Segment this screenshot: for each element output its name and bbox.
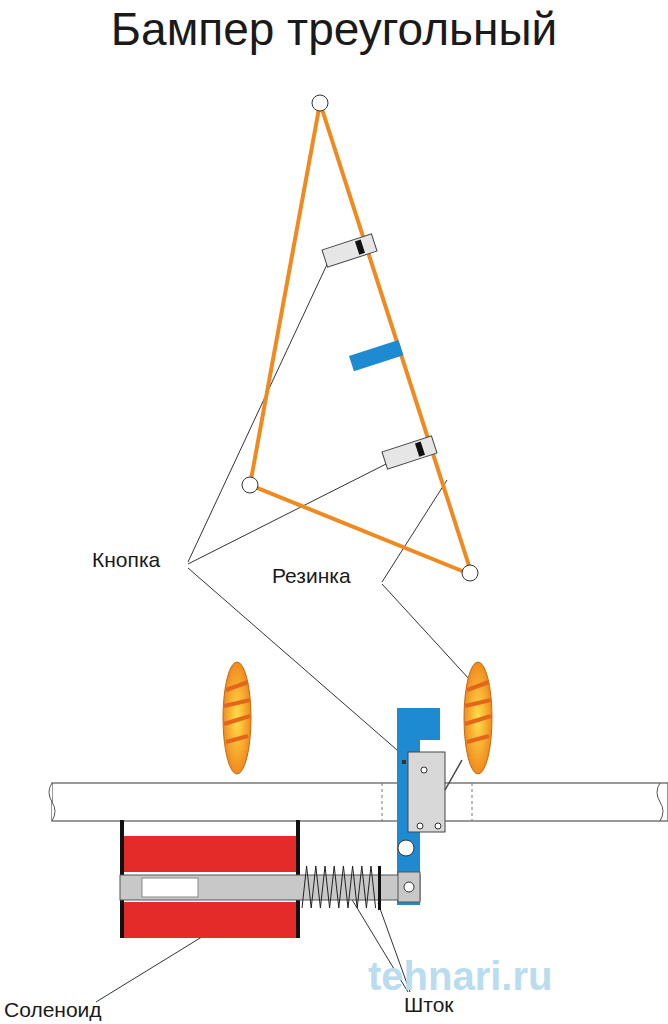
part-label: Резинка bbox=[272, 564, 351, 587]
diagram-title: Бампер треугольный bbox=[111, 4, 557, 55]
watermark: tehnari.ru bbox=[368, 954, 552, 998]
part-label: Кнопка bbox=[92, 548, 160, 571]
part-label: Соленоид bbox=[4, 998, 102, 1021]
